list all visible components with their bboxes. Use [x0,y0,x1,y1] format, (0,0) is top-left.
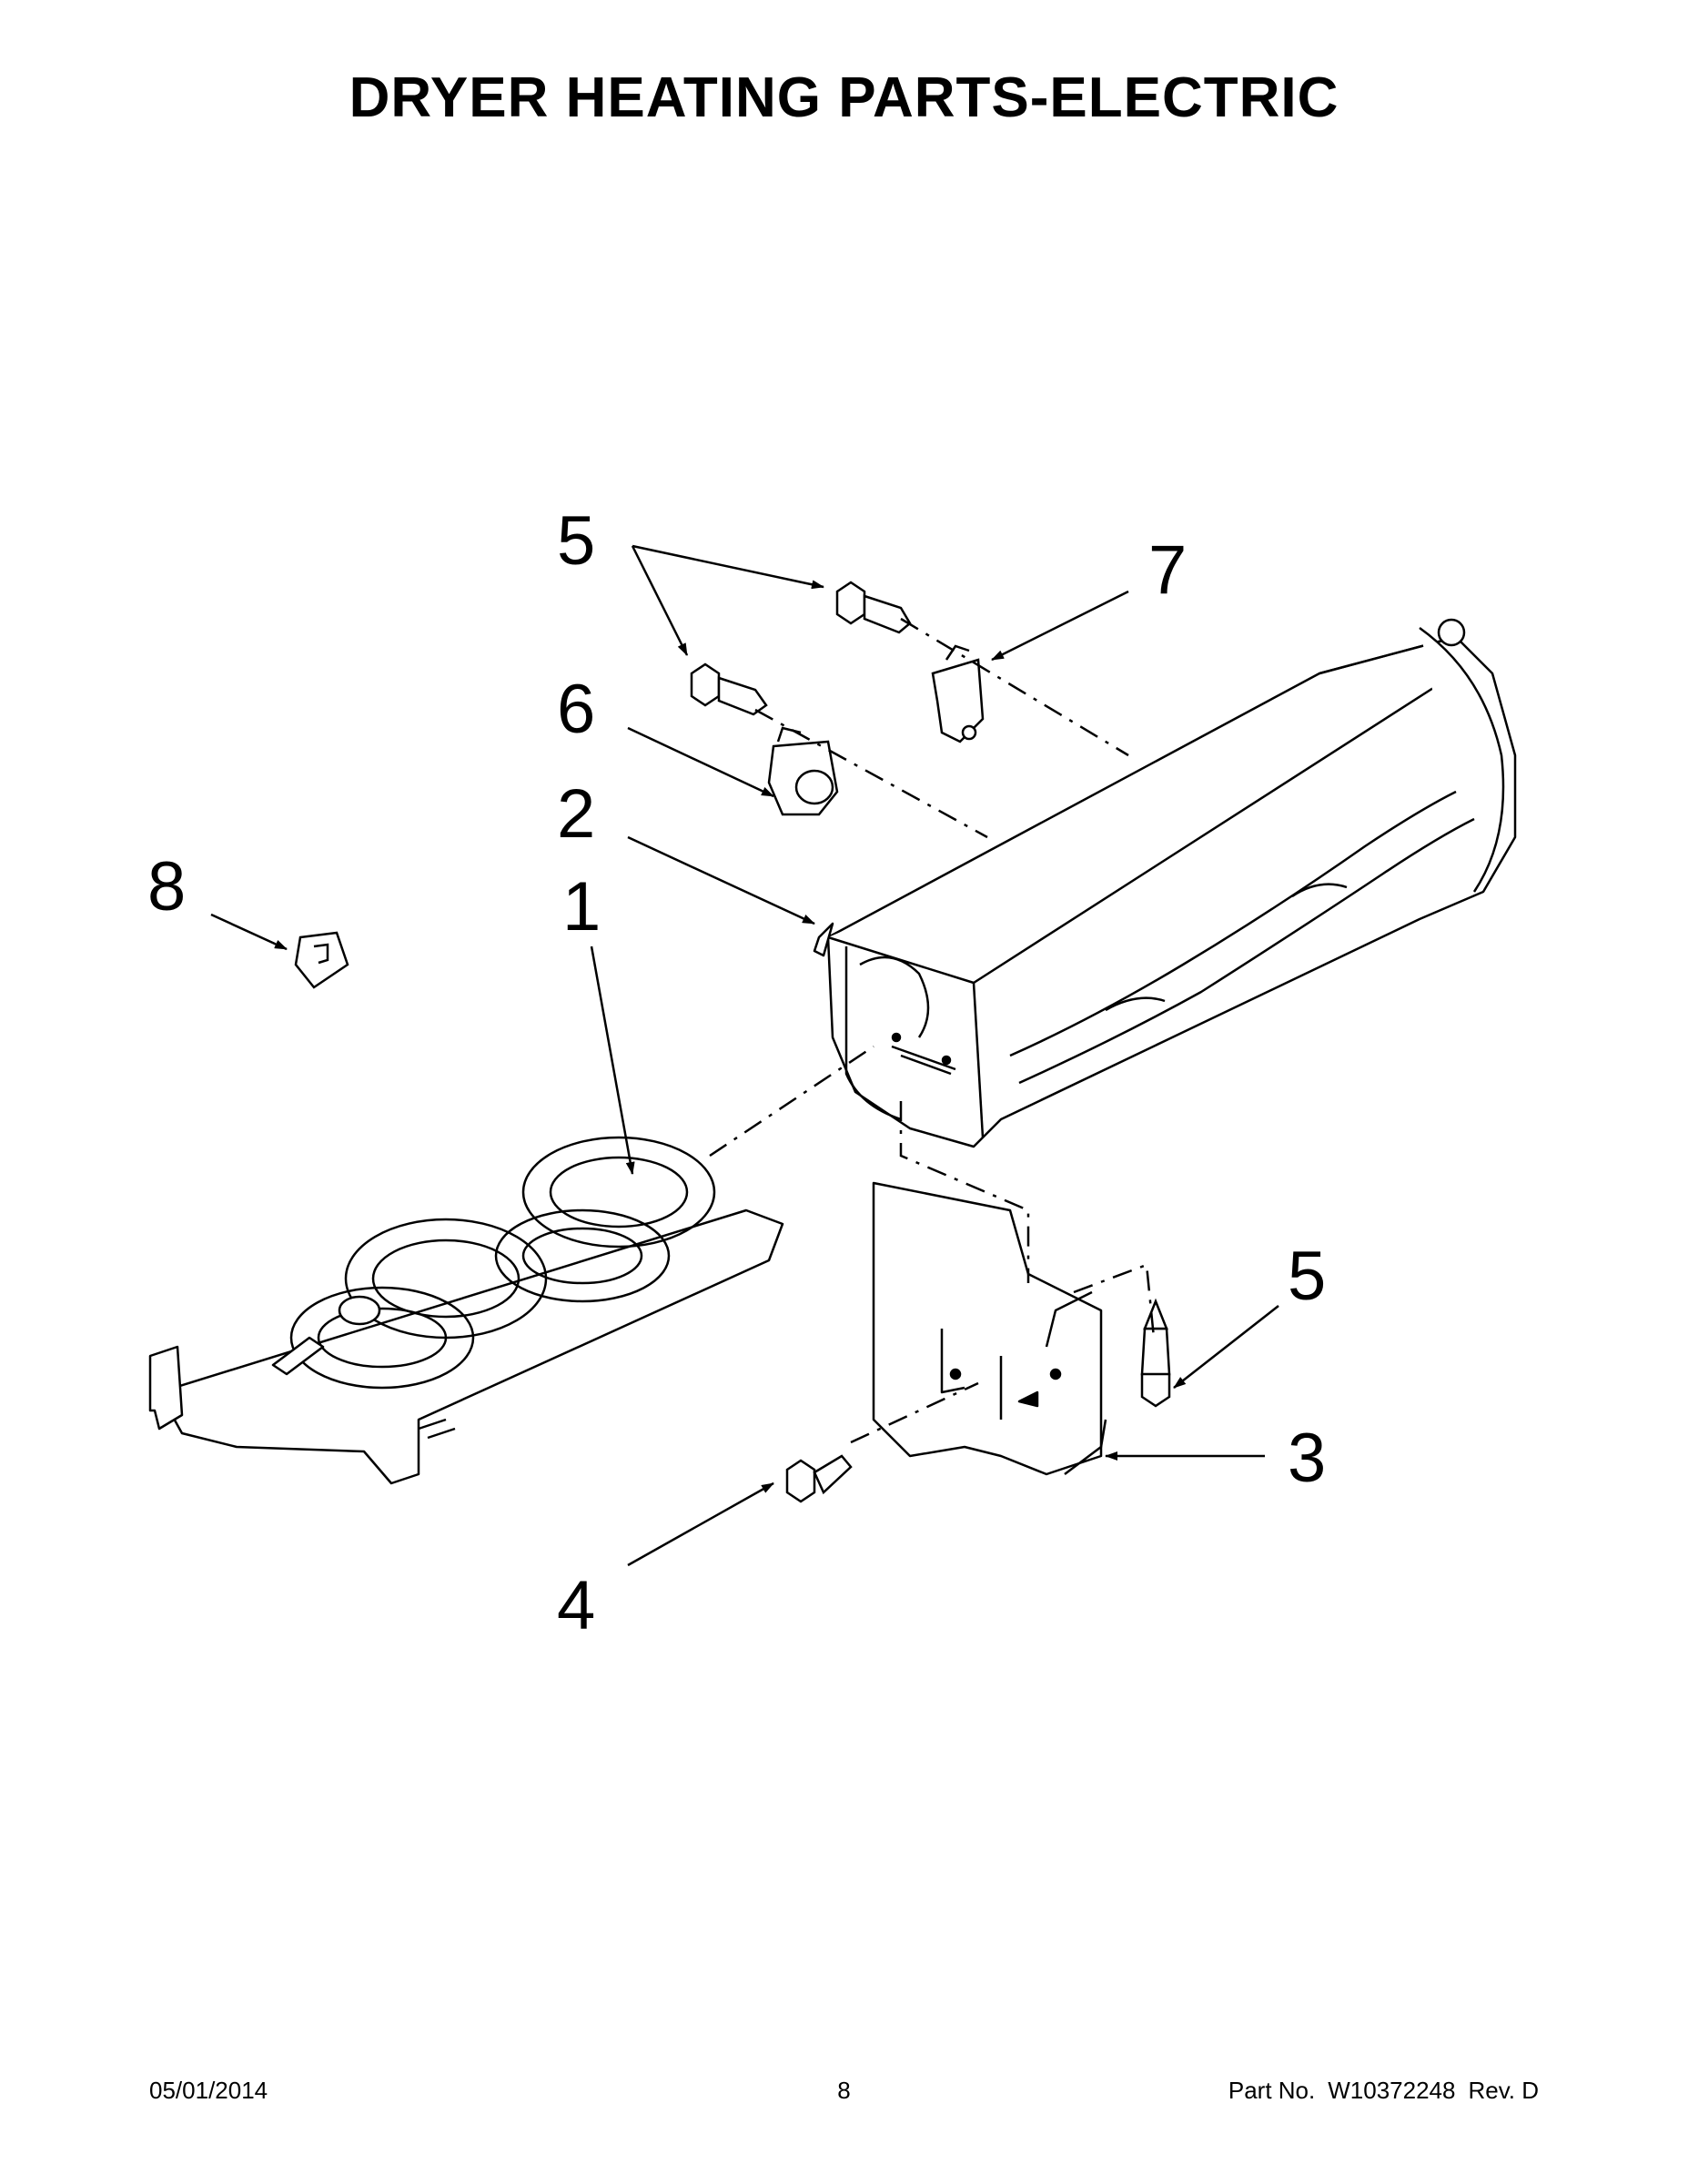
footer-part-info: Part No. W10372248 Rev. D [1216,2077,1539,2105]
page-title: DRYER HEATING PARTS-ELECTRIC [349,66,1339,129]
callout-8: 8 [147,848,186,925]
heater-assembly-icon [148,1136,784,1485]
callout-7: 7 [1148,531,1187,609]
footer-page-number: 8 [837,2077,851,2104]
callout-3: 3 [1288,1420,1326,1497]
callout-1: 1 [562,868,601,945]
part-number: W10372248 [1328,2077,1456,2104]
thermal-fuse-icon [931,644,985,743]
part-label: Part No. [1228,2077,1316,2104]
callout-5-top: 5 [557,502,595,580]
thermostat-icon [767,726,839,816]
terminal-icon [294,931,349,989]
alignment-lines [709,617,1156,1444]
revision: Rev. D [1468,2077,1539,2104]
leader-arrows [210,544,1279,1567]
callout-5-right: 5 [1288,1238,1326,1315]
mounting-bracket-icon [872,1181,1107,1476]
footer-date: 05/01/2014 [149,2077,268,2104]
callout-6: 6 [557,671,595,748]
heater-duct-icon [813,618,1517,1148]
callout-4: 4 [557,1567,595,1644]
screw-icon [690,581,1171,1503]
callout-2: 2 [557,775,595,853]
